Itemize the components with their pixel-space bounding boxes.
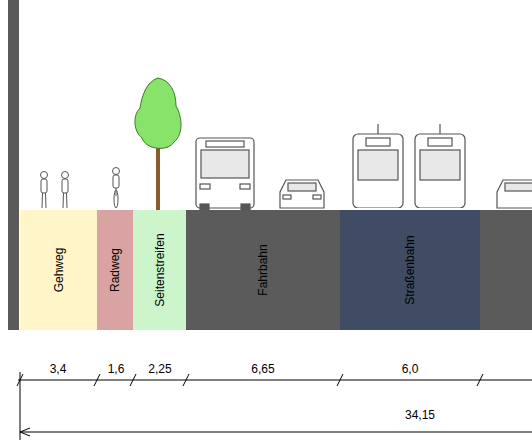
sidewalk-band: Gehweg (20, 210, 97, 330)
band-label: Gehweg (52, 248, 66, 293)
tree (135, 78, 181, 210)
band-label: Seitenstreifen (153, 233, 167, 306)
car (497, 180, 532, 208)
pedestrians (41, 172, 69, 209)
dimension-label: 34,15 (403, 408, 437, 422)
bike-lane-band: Radweg (97, 210, 133, 330)
verge-band: Seitenstreifen (133, 210, 186, 330)
building-wall (8, 0, 19, 330)
dimension-line (17, 372, 532, 440)
roadway-band (480, 210, 532, 330)
dimension-label: 3,4 (48, 362, 69, 376)
cyclist (113, 168, 120, 209)
tram (411, 124, 469, 213)
dimension-label: 1,6 (106, 362, 127, 376)
dimension-label: 6,0 (400, 362, 421, 376)
band-label: Straßenbahn (403, 235, 417, 304)
dimension-label: 6,65 (249, 362, 276, 376)
tram (349, 124, 407, 213)
roadway-band: Fahrbahn (186, 210, 340, 330)
tram-band: Straßenbahn (340, 210, 480, 330)
band-label: Radweg (108, 248, 122, 292)
band-label: Fahrbahn (256, 244, 270, 295)
bus (196, 138, 254, 210)
dimension-label: 2,25 (146, 362, 173, 376)
car (280, 180, 324, 208)
